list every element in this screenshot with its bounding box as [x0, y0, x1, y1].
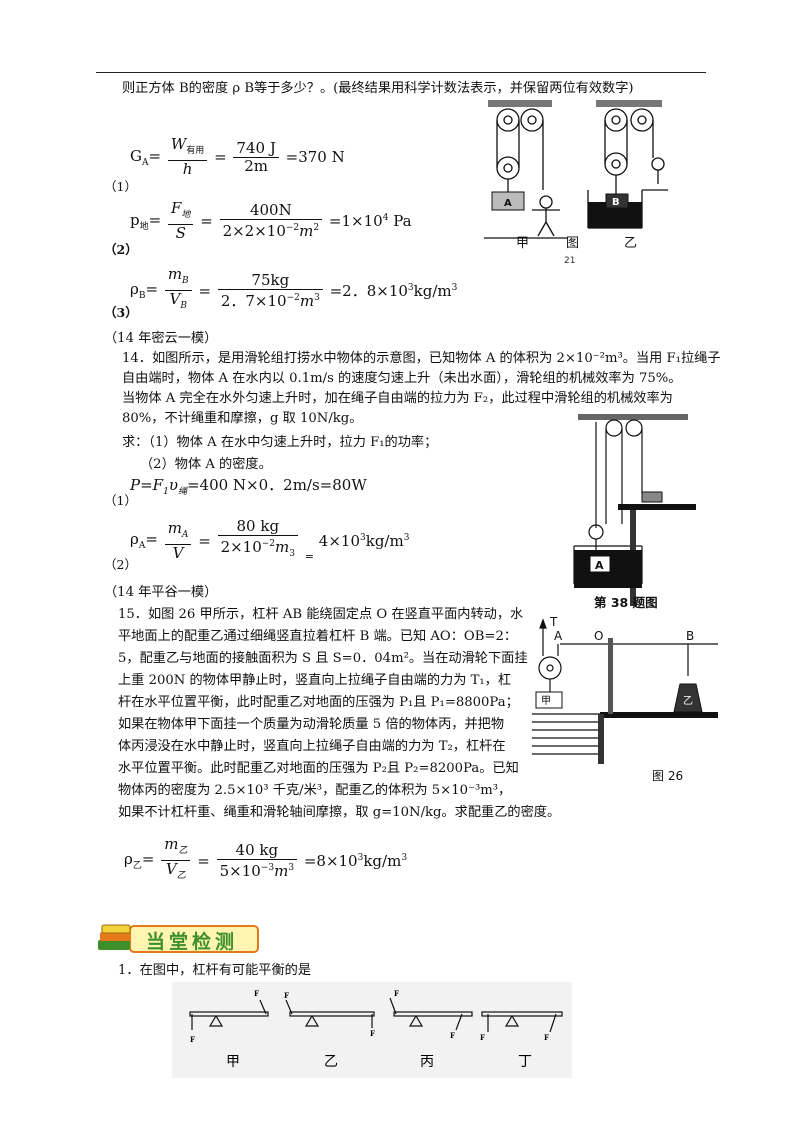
lever-2-F1: F [284, 991, 289, 1000]
figure-21: A B 甲 图 乙 21 [484, 100, 668, 266]
eq-14-1: P=F1υ绳=400 N×0．2m/s=80W [130, 476, 367, 497]
lever-1-F2: F [254, 989, 259, 998]
label-13-2: （2） [104, 242, 138, 257]
fig21-num: 21 [564, 256, 575, 266]
header-question: 则正方体 B的密度 ρ B等于多少？。(最终结果用科学计数法表示，并保留两位有效… [122, 81, 634, 96]
fig21-yi: 乙 [624, 236, 637, 251]
lever-4-F1: F [480, 1033, 485, 1042]
q15-line-3: 5，配重乙与地面的接触面积为 S 且 S=0．04m²。当在动滑轮下面挂 [118, 651, 528, 666]
q15-line-8: 水平位置平衡。此时配重乙对地面的压强为 P₂且 P₂=8200Pa。已知 [118, 761, 519, 776]
q15-line-5: 杆在水平位置平衡，此时配重乙对地面的压强为 P₁且 P₁=8800Pa； [118, 695, 519, 710]
section-banner: 当堂检测 [96, 922, 260, 956]
q15-line-2: 平地面上的配重乙通过细绳竖直拉着杠杆 B 端。已知 AO：OB=2： [118, 629, 518, 644]
fig21-label-a: A [504, 198, 512, 209]
q15-line-4: 上重 200N 的物体甲静止时，竖直向上拉绳子自由端的力为 T₁，杠 [118, 673, 512, 688]
label-13-1: （1） [104, 179, 137, 194]
lever-label-bing: 丙 [420, 1054, 434, 1070]
lever-options-figure: F F F F F F F F 甲 乙 丙 丁 [172, 982, 572, 1078]
q14-line-6: （2）物体 A 的密度。 [140, 457, 272, 472]
books-icon [98, 924, 259, 953]
banner-text: 当堂检测 [146, 931, 239, 953]
q15-line-9: 物体丙的密度为 2.5×10³ 千克/米³，配重乙的体积为 5×10⁻³m³， [118, 783, 512, 798]
fig26-O: O [594, 629, 603, 643]
fig21-tu: 图 [566, 236, 579, 251]
figure-38: A [573, 414, 696, 606]
fig38-label-a: A [595, 559, 604, 572]
lever-label-ding: 丁 [518, 1054, 532, 1070]
q1-text: 1．在图中，杠杆有可能平衡的是 [118, 963, 312, 978]
lever-label-yi: 乙 [324, 1054, 338, 1070]
q15-line-7: 体丙浸没在水中静止时，竖直向上拉绳子自由端的力为 T₂，杠杆在 [118, 739, 506, 754]
fig26-jia: 甲 [541, 696, 551, 707]
lever-4-F2: F [544, 1033, 549, 1042]
label-13-3: （3） [104, 305, 138, 320]
lever-1-F1: F [190, 1035, 195, 1044]
lever-label-jia: 甲 [226, 1054, 240, 1070]
fig38-caption: 第 38 题图 [594, 595, 658, 610]
top-rule [96, 72, 706, 73]
source-14: （14 年密云一模） [104, 331, 218, 346]
q15-line-1: 15．如图 26 甲所示，杠杆 AB 能绕固定点 O 在竖直平面内转动，水 [118, 607, 524, 622]
lever-2-F2: F [370, 1029, 375, 1038]
q14-line-5: 求：（1）物体 A 在水中匀速上升时，拉力 F₁的功率； [122, 435, 438, 450]
label-14-2: （2） [104, 557, 137, 572]
q15-line-10: 如果不计杠杆重、绳重和滑轮轴间摩擦，取 g=10N/kg。求配重乙的密度。 [118, 805, 561, 820]
label-14-1: （1） [104, 493, 137, 508]
q15-line-6: 如果在物体甲下面挂一个质量为动滑轮质量 5 倍的物体丙，并把物 [118, 717, 505, 732]
fig26-B: B [686, 629, 694, 643]
q14-line-2: 自由端时，物体 A 在水内以 0.1m/s 的速度匀速上升（未出水面），滑轮组的… [122, 371, 682, 386]
q14-line-4: 80%，不计绳重和摩擦，g 取 10N/kg。 [122, 411, 363, 426]
fig21-label-b: B [612, 197, 620, 208]
fig21-jia: 甲 [516, 236, 529, 251]
figure-26: T A O B 甲 乙 图 26 [532, 615, 718, 783]
fig26-A: A [554, 629, 563, 643]
fig26-T: T [549, 615, 558, 629]
fig26-yi: 乙 [683, 695, 693, 707]
q14-line-3: 当物体 A 完全在水外匀速上升时，加在绳子自由端的拉力为 F₂，此过程中滑轮组的… [122, 391, 673, 406]
lever-3-F1: F [394, 989, 399, 998]
q14-line-1: 14．如图所示，是用滑轮组打捞水中物体的示意图，已知物体 A 的体积为 2×10… [122, 351, 721, 366]
fig26-caption: 图 26 [652, 769, 683, 783]
source-15: （14 年平谷一模） [104, 585, 218, 600]
lever-3-F2: F [450, 1031, 455, 1040]
